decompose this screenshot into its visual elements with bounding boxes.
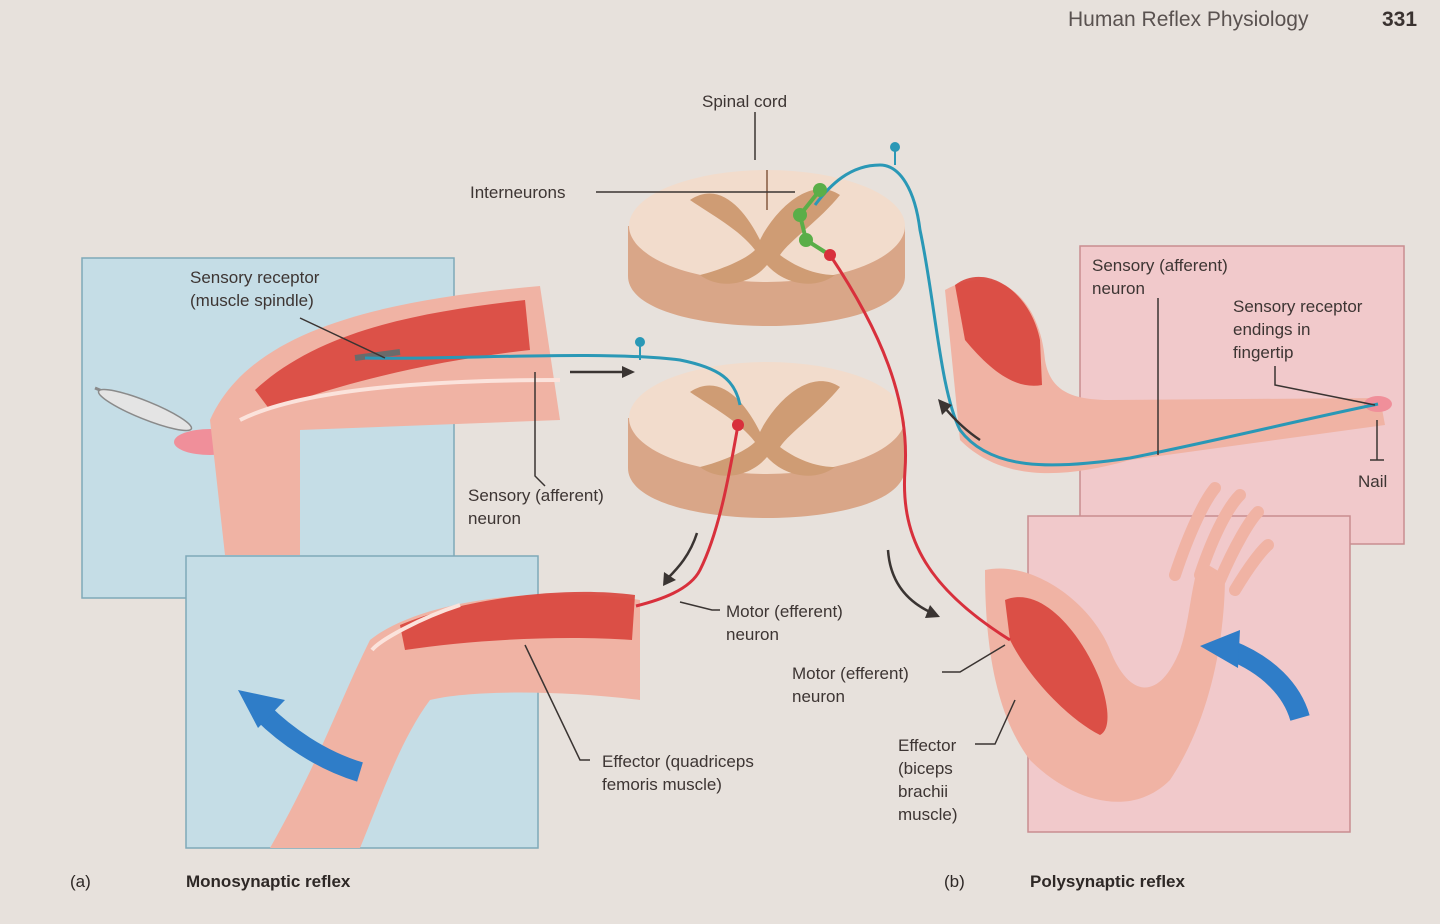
movement-arrow-b bbox=[1226, 640, 1310, 722]
label-effector-biceps: Effector (biceps brachii muscle) bbox=[898, 736, 958, 824]
label-effector-quadriceps: Effector (quadriceps femoris muscle) bbox=[602, 752, 754, 794]
label-spinal-cord: Spinal cord bbox=[702, 92, 788, 111]
sensory-neuron-b bbox=[813, 142, 1379, 467]
label-sensory-neuron-a: Sensory (afferent) neuron bbox=[468, 486, 604, 528]
sensory-neuron-a bbox=[364, 337, 742, 406]
spinal-cord-upper bbox=[628, 170, 905, 326]
leg-top-illustration bbox=[94, 286, 561, 555]
arm-top-illustration bbox=[945, 276, 1392, 474]
label-sensory-receptor-fingertip: Sensory receptor endings in fingertip bbox=[1233, 297, 1363, 362]
caption-b-title: Polysynaptic reflex bbox=[1030, 872, 1185, 891]
arm-bottom-illustration bbox=[985, 482, 1310, 802]
label-interneurons: Interneurons bbox=[470, 183, 566, 202]
leg-bottom-illustration bbox=[238, 591, 640, 848]
interneurons-cluster bbox=[793, 183, 827, 254]
label-motor-neuron-a: Motor (efferent) neuron bbox=[726, 602, 843, 644]
label-nail: Nail bbox=[1358, 472, 1388, 491]
spinal-cord-lower bbox=[628, 362, 905, 518]
caption-b-letter: (b) bbox=[944, 872, 965, 891]
caption-a-title: Monosynaptic reflex bbox=[186, 872, 351, 891]
panel-b-top-bg bbox=[1079, 245, 1405, 545]
motor-neuron-b bbox=[824, 249, 1011, 642]
caption-a-letter: (a) bbox=[70, 872, 91, 891]
direction-arrows bbox=[570, 366, 981, 618]
label-sensory-neuron-b: Sensory (afferent) neuron bbox=[1092, 256, 1228, 298]
page-number: 331 bbox=[1382, 8, 1418, 31]
running-header-title: Human Reflex Physiology bbox=[1068, 8, 1309, 31]
leader-lines bbox=[299, 112, 1384, 761]
motor-neuron-a bbox=[635, 419, 744, 608]
movement-arrow-a bbox=[254, 704, 364, 782]
label-motor-neuron-b: Motor (efferent) neuron bbox=[792, 664, 909, 706]
label-sensory-receptor-spindle: Sensory receptor (muscle spindle) bbox=[190, 268, 320, 310]
